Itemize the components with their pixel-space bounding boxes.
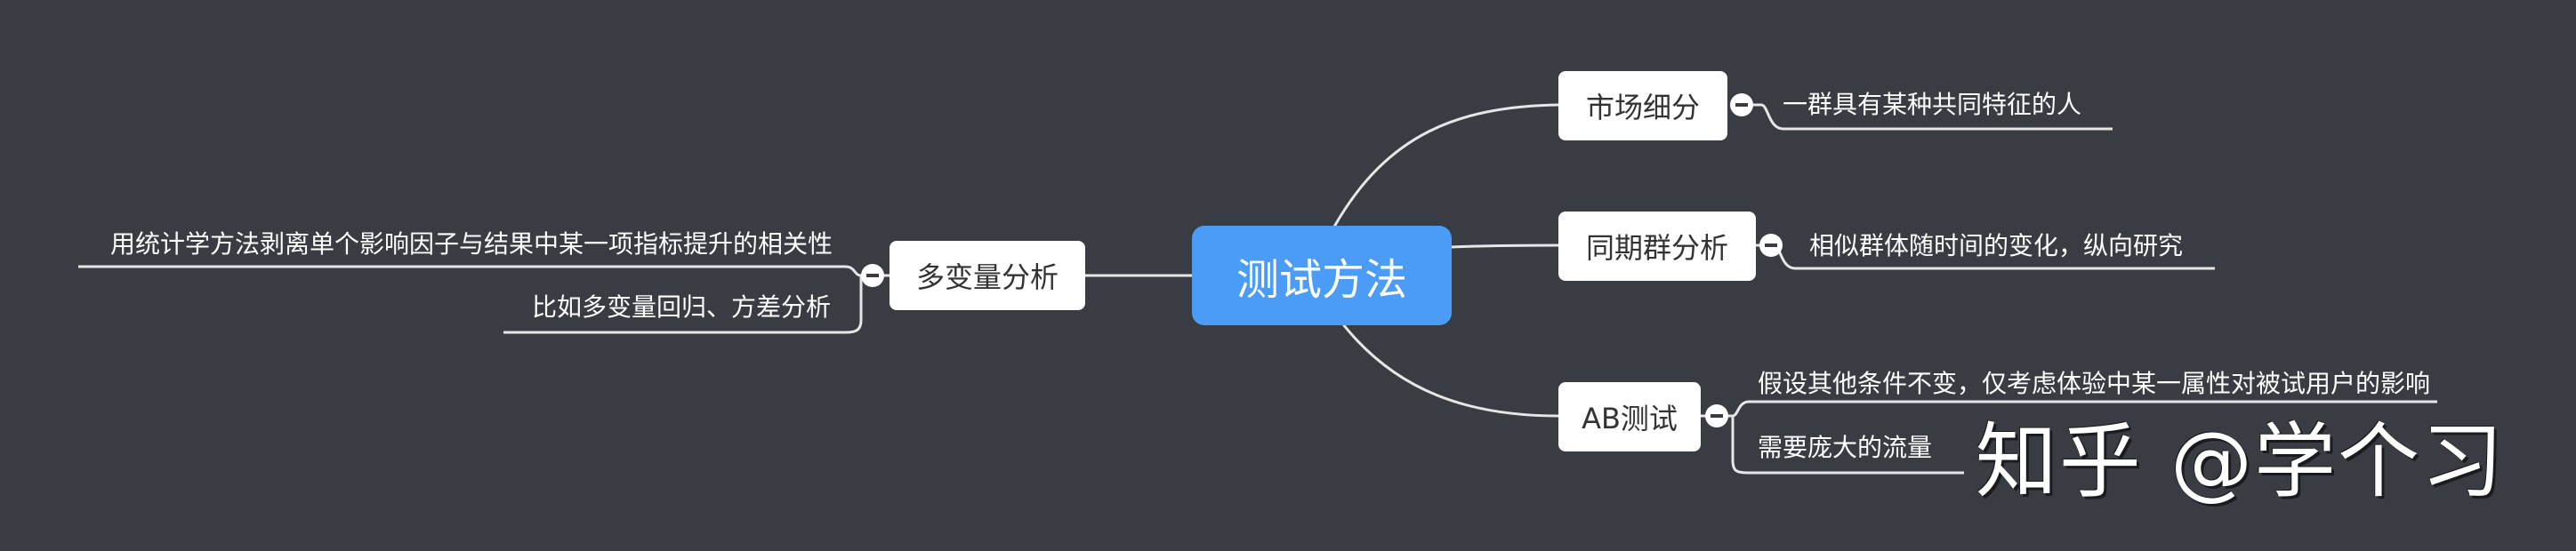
connector-root-market [1332,103,1559,228]
underline-ab-leaf-1 [1732,400,2437,418]
branch-multi-label: 多变量分析 [915,260,1059,294]
underline-ab-leaf-2 [1731,416,1964,475]
underline-market-leaf [1760,103,2113,131]
branch-cohort-label: 同期群分析 [1585,231,1728,265]
zhihu-watermark: 知乎 @学个习 [1975,414,2505,509]
root-label: 测试方法 [1236,255,1407,305]
branch-market-collapse-icon[interactable] [1730,93,1753,116]
branch-multi-collapse-icon[interactable] [861,264,884,287]
underline-multi-leaf-1 [78,265,862,277]
branch-cohort-collapse-icon[interactable] [1759,234,1783,257]
branch-ab-node[interactable]: AB测试 [1558,382,1701,451]
branch-ab-collapse-icon[interactable] [1705,404,1728,427]
underline-multi-leaf-2 [503,276,863,334]
branch-market-node[interactable]: 市场细分 [1558,71,1727,140]
branch-cohort-node[interactable]: 同期群分析 [1558,212,1756,281]
connector-root-cohort [1449,244,1559,249]
branch-multi-leaf-1: 用统计学方法剥离单个影响因子与结果中某一项指标提升的相关性 [110,229,833,259]
branch-market-leaf-1: 一群具有某种共同特征的人 [1783,90,2082,119]
root-node[interactable]: 测试方法 [1192,226,1452,325]
branch-ab-label: AB测试 [1582,402,1678,435]
branch-cohort-leaf-1: 相似群体随时间的变化，纵向研究 [1809,231,2184,260]
branch-ab-leaf-1: 假设其他条件不变，仅考虑体验中某一属性对被试用户的影响 [1758,369,2431,398]
branch-multi-node[interactable]: 多变量分析 [890,241,1085,310]
branch-market-label: 市场细分 [1585,91,1700,124]
branch-ab-leaf-2: 需要庞大的流量 [1758,433,1933,462]
connector-root-ab [1341,323,1559,418]
branch-multi-leaf-2: 比如多变量回归、方差分析 [532,292,832,322]
